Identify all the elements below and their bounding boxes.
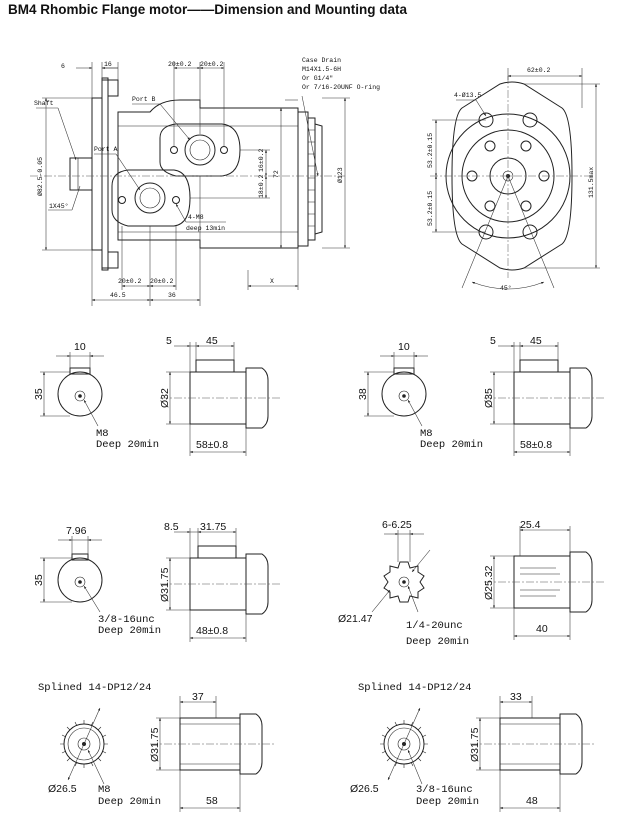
key-width: 10 (74, 341, 86, 353)
chamfer-label: 1X45° (49, 202, 69, 210)
dim-18-v: 18±0.2 (258, 174, 265, 198)
dim-b: 45 (206, 335, 218, 347)
dim-a: 8.5 (164, 521, 179, 533)
shaft-height: 38 (357, 388, 369, 400)
shaft-option-3: 7.96 35 3/8-16unc Deep 20min 8.5 31.75 Ø… (33, 521, 280, 642)
thread-m8: 4-M8 (188, 214, 204, 221)
dim-16: 16 (104, 61, 112, 68)
spline-caption: Splined 14-DP12/24 (358, 682, 471, 694)
dim-a: 5 (490, 335, 496, 347)
shaft-option-6: Splined 14-DP12/24 Ø26.5 3/8-16unc Deep … (350, 682, 596, 812)
case-drain-2: M14X1.5-6H (302, 66, 341, 73)
shaft-dia: Ø32 (159, 388, 171, 408)
key-width: 10 (398, 341, 410, 353)
shaft-length: 58 (206, 795, 218, 807)
port-b-label: Port B (132, 96, 156, 103)
key-width: 7.96 (66, 525, 87, 537)
dim-b: 25.4 (520, 519, 541, 531)
shaft-option-4: 6-6.25 Ø21.47 1/4-20unc Deep 20min 25.4 … (338, 519, 604, 648)
dim-131: 131.5max (588, 167, 595, 198)
shaft-length: 48±0.8 (196, 625, 228, 637)
shaft-height: 35 (33, 388, 45, 400)
dia-small: Ø26.5 (350, 783, 379, 795)
shaft-length: 58±0.8 (196, 439, 228, 451)
dim-36: 36 (168, 292, 176, 299)
dia-123: Ø123 (336, 167, 344, 183)
motor-side-view: 6 16 Shaft Port A Port B 20±0.2 20±0.2 2… (30, 57, 380, 306)
shaft-dia: Ø25.32 (483, 565, 495, 600)
dim-port-b-1: 20±0.2 (168, 61, 192, 68)
thread-label: M8 (96, 428, 109, 440)
dim-16-v: 16±0.2 (258, 148, 265, 172)
dim-62: 62±0.2 (527, 67, 551, 74)
shaft-option-1: 10 35 M8 Deep 20min 5 45 Ø32 58±0.8 (33, 335, 280, 456)
thread-deep: deep 13min (186, 225, 225, 232)
deep-label: Deep 20min (98, 625, 161, 637)
shaft-length: 58±0.8 (520, 439, 552, 451)
deep-label: Deep 20min (420, 439, 483, 451)
deep-label: Deep 20min (96, 439, 159, 451)
shaft-option-2: 10 38 M8 Deep 20min 5 45 Ø35 58±0.8 (357, 335, 604, 456)
dim-53-bot: 53.2±0.15 (427, 191, 434, 226)
dia-small: Ø21.47 (338, 613, 373, 625)
port-a-label: Port A (94, 146, 118, 153)
thread-label: 3/8-16unc (98, 614, 155, 626)
holes-label: 4-Ø13.5 (454, 91, 481, 99)
flange-front-view: 62±0.2 4-Ø13.5 53.2±0.15 53.2±0.15 131.5… (427, 67, 600, 292)
dia-82: Ø82.5-0.05 (36, 157, 44, 196)
dim-53-top: 53.2±0.15 (427, 133, 434, 168)
shaft-length: 40 (536, 623, 548, 635)
key-width: 6-6.25 (382, 519, 412, 531)
case-drain-3: Or G1/4" (302, 75, 333, 82)
dim-port-a-1: 20±0.2 (118, 278, 142, 285)
thread-label: 3/8-16unc (416, 784, 473, 796)
dia-small: Ø26.5 (48, 783, 77, 795)
dim-b: 45 (530, 335, 542, 347)
shaft-dia: Ø31.75 (159, 567, 171, 602)
dim-x: X (270, 278, 274, 285)
thread-label: 1/4-20unc (406, 620, 463, 632)
dim-46: 46.5 (110, 292, 126, 299)
shaft-length: 48 (526, 795, 538, 807)
page-title: BM4 Rhombic Flange motor——Dimension and … (8, 2, 408, 17)
shaft-dia: Ø31.75 (469, 727, 481, 762)
spline-caption: Splined 14-DP12/24 (38, 682, 151, 694)
case-drain-4: Or 7/16-20UNF O-ring (302, 84, 380, 91)
dim-b: 33 (510, 691, 522, 703)
deep-label: Deep 20min (98, 796, 161, 808)
shaft-dia: Ø31.75 (149, 727, 161, 762)
shaft-dia: Ø35 (483, 388, 495, 408)
case-drain-1: Case Drain (302, 57, 341, 64)
thread-label: M8 (98, 784, 111, 796)
shaft-height: 35 (33, 574, 45, 586)
angle-45: 45° (500, 284, 512, 292)
thread-label: M8 (420, 428, 433, 440)
deep-label: Deep 20min (416, 796, 479, 808)
dim-a: 5 (166, 335, 172, 347)
shaft-label: Shaft (34, 100, 54, 107)
dim-72: 72 (273, 170, 280, 178)
shaft-option-5: Splined 14-DP12/24 Ø26.5 M8 Deep 20min 3… (38, 682, 276, 812)
dim-b: 37 (192, 691, 204, 703)
dim-port-a-2: 20±0.2 (150, 278, 174, 285)
dim-port-b-2: 20±0.2 (200, 61, 224, 68)
dim-6: 6 (61, 63, 65, 70)
dim-b: 31.75 (200, 521, 226, 533)
deep-label: Deep 20min (406, 636, 469, 648)
